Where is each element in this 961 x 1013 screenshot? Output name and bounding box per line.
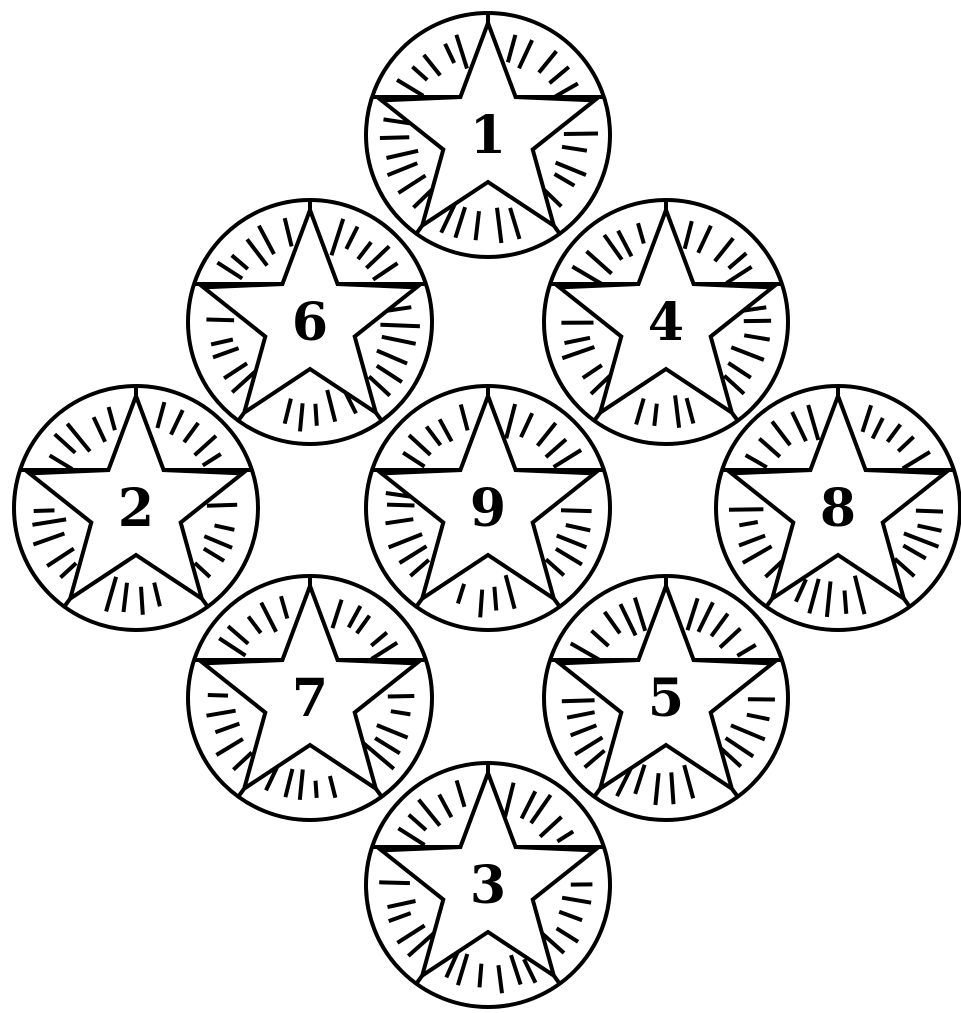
ray-stroke: [494, 587, 496, 611]
ray-stroke: [916, 511, 943, 512]
medallion-9: 9: [366, 386, 610, 630]
ray-stroke: [845, 591, 847, 614]
medallion-number: 6: [292, 292, 328, 353]
ray-stroke: [671, 772, 673, 804]
ray-stroke: [34, 510, 55, 511]
ray-stroke: [562, 700, 595, 701]
ray-stroke: [315, 404, 316, 426]
ray-stroke: [300, 403, 303, 431]
ray-stroke: [480, 964, 482, 988]
medallion-number: 3: [470, 855, 506, 916]
medallion-4: 4: [544, 200, 788, 444]
medallion-6: 6: [188, 200, 432, 444]
medallion-5: 5: [544, 576, 788, 820]
ray-stroke: [729, 509, 763, 510]
ray-stroke: [380, 325, 420, 327]
ray-stroke: [206, 320, 234, 321]
ray-stroke: [388, 696, 415, 697]
ray-stroke: [564, 134, 598, 135]
medallion-number: 4: [648, 292, 684, 353]
ray-stroke: [561, 510, 592, 511]
ray-stroke: [387, 505, 415, 506]
medallion-7: 7: [188, 576, 432, 820]
ray-stroke: [654, 404, 657, 426]
ray-stroke: [380, 137, 409, 138]
ray-stroke: [379, 882, 410, 883]
medallion-1: 1: [366, 13, 610, 257]
medallion-number: 1: [470, 105, 506, 166]
ray-stroke: [208, 695, 228, 696]
ray-stroke: [207, 505, 237, 506]
medallion-number: 9: [470, 478, 506, 539]
medallion-number: 5: [648, 668, 684, 729]
ray-stroke: [316, 781, 317, 798]
medallion-3: 3: [366, 763, 610, 1007]
medallion-number: 2: [118, 478, 154, 539]
ray-stroke: [141, 587, 143, 615]
medallion-8: 8: [716, 386, 960, 630]
medallion-number: 7: [292, 668, 328, 729]
ray-stroke: [480, 590, 482, 618]
medallion-number: 8: [820, 478, 856, 539]
medallion-2: 2: [14, 386, 258, 630]
